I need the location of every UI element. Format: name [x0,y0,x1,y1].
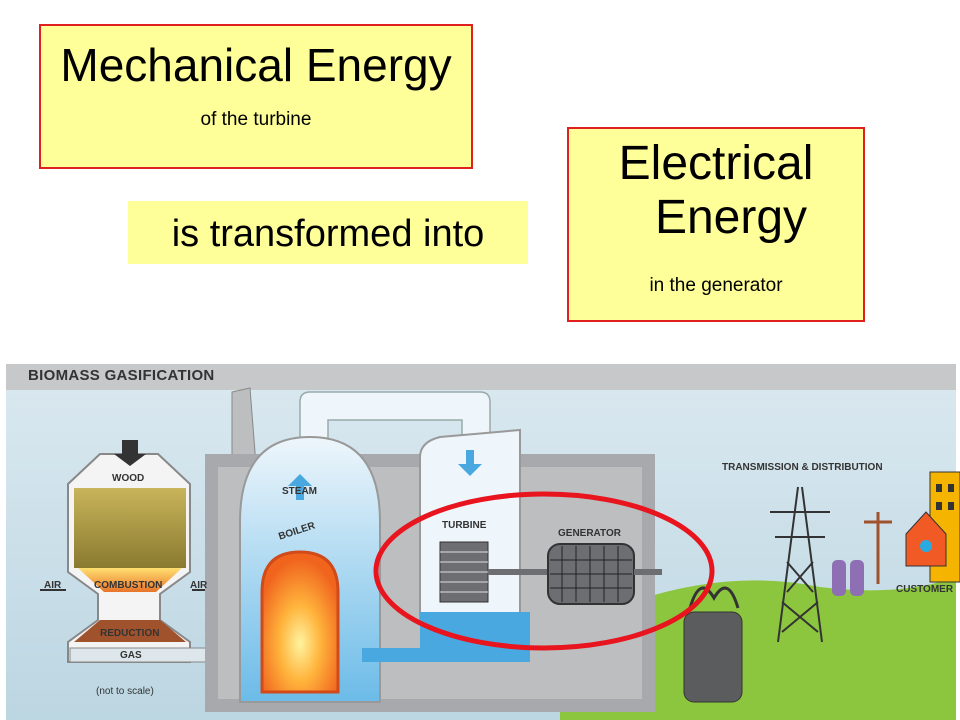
utility-pole [864,512,892,584]
steam-label: STEAM [282,486,317,497]
customer-label: CUSTOMER [896,584,954,595]
not-to-scale-note: (not to scale) [96,686,154,697]
electrical-energy-callout: Electrical Energy in the generator [567,127,865,322]
mechanical-energy-title: Mechanical Energy [60,39,452,91]
transformer [683,586,743,703]
steam-up-arrow [288,474,312,500]
reduction-label: REDUCTION [100,628,160,639]
wood-label: WOOD [112,473,145,484]
air-left-label: AIR [44,580,62,591]
transmission-label: TRANSMISSION & DISTRIBUTION [722,462,883,473]
turbine-generator-highlight [373,491,715,651]
gas-label: GAS [120,650,142,661]
turbine-rotor [439,541,489,603]
electrical-energy-subtitle: in the generator [649,275,783,296]
mechanical-energy-callout: Mechanical Energy of the turbine [39,24,473,169]
transform-text: is transformed into [171,213,485,255]
ground-hill [560,577,956,720]
diagram-title: BIOMASS GASIFICATION [28,367,215,384]
turbine-shaft [488,569,548,575]
customer-buildings [905,471,960,583]
transmission-tower [770,486,830,643]
turbine-label: TURBINE [442,520,487,531]
electrical-energy-title-line2: Energy [654,191,808,244]
electrical-energy-title: Electrical Energy [569,137,863,245]
steam-down-arrow [458,450,482,476]
air-right-label: AIR [190,580,208,591]
boiler-fire [260,550,340,694]
combustion-label: COMBUSTION [94,580,163,591]
electrical-energy-title-line1: Electrical [618,137,814,190]
gas-tanks [832,560,864,596]
return-water [362,648,530,662]
generator [547,543,635,605]
generator-label: GENERATOR [558,528,621,539]
generator-shaft [634,569,662,575]
title-strip [6,364,956,390]
transform-callout: is transformed into [128,201,528,264]
biomass-gasification-diagram [6,364,960,720]
mechanical-energy-subtitle: of the turbine [200,109,312,130]
